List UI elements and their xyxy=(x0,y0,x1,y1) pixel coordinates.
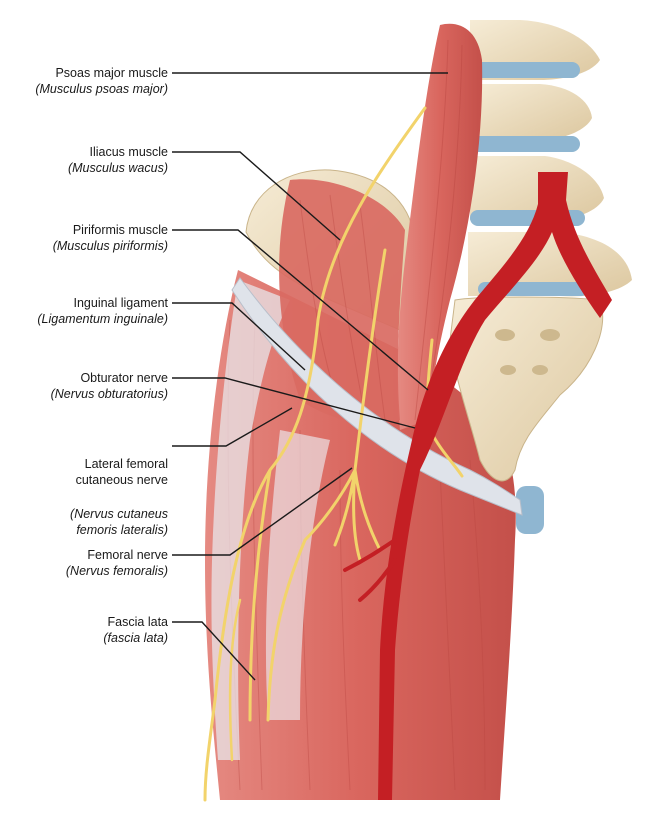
psoas-fibers xyxy=(414,39,463,421)
leader-inguinal xyxy=(172,302,306,371)
label-lateral-femoral-en: Lateral femoral cutaneous nerve xyxy=(75,457,168,487)
label-fascia-en: Fascia lata xyxy=(107,615,168,629)
leader-lines xyxy=(172,72,448,681)
leader-fascia xyxy=(172,621,256,681)
label-obturator: Obturator nerve (Nervus obturatorius) xyxy=(51,370,168,402)
label-piriformis: Piriformis muscle (Musculus piriformis) xyxy=(53,222,168,254)
lateral-femoral-cutaneous-nerve xyxy=(203,106,427,802)
label-femoral: Femoral nerve (Nervus femoralis) xyxy=(66,547,168,579)
label-psoas: Psoas major muscle (Musculus psoas major… xyxy=(35,65,168,97)
leader-lateral-femoral xyxy=(172,407,293,447)
label-iliacus: Iliacus muscle (Musculus wacus) xyxy=(68,144,168,176)
sacral-foramina xyxy=(495,329,560,375)
label-piriformis-en: Piriformis muscle xyxy=(72,223,168,237)
label-piriformis-la: (Musculus piriformis) xyxy=(52,239,168,253)
label-obturator-la: (Nervus obturatorius) xyxy=(50,387,168,401)
femoral-nerve xyxy=(266,248,387,722)
fascia-lata xyxy=(211,280,290,760)
label-lateral-femoral: Lateral femoral cutaneous nerve (Nervus … xyxy=(70,438,168,556)
label-femoral-en: Femoral nerve xyxy=(87,548,168,562)
pubic-symphysis xyxy=(516,486,544,534)
femoral-artery-branch xyxy=(343,538,397,602)
label-iliacus-en: Iliacus muscle xyxy=(89,145,169,159)
label-fascia-la: (fascia lata) xyxy=(103,631,168,645)
psoas-major-muscle xyxy=(397,23,483,430)
label-psoas-en: Psoas major muscle xyxy=(55,66,168,80)
label-inguinal-en: Inguinal ligament xyxy=(73,296,168,310)
sacrum xyxy=(449,296,604,482)
leader-iliacus xyxy=(172,151,341,241)
fascia-lata-nerve-branch xyxy=(228,598,242,762)
leader-piriformis xyxy=(172,229,429,391)
label-femoral-la: (Nervus femoralis) xyxy=(65,564,168,578)
label-inguinal: Inguinal ligament (Ligamentum inguinale) xyxy=(37,295,168,327)
iliacus-muscle xyxy=(279,179,405,424)
label-psoas-la: (Musculus psoas major) xyxy=(35,82,168,96)
spine xyxy=(468,20,632,297)
label-fascia: Fascia lata (fascia lata) xyxy=(103,614,168,646)
leader-femoral xyxy=(172,467,353,556)
aorta xyxy=(378,172,612,800)
label-iliacus-la: (Musculus wacus) xyxy=(67,161,168,175)
label-obturator-en: Obturator nerve xyxy=(80,371,168,385)
label-lateral-femoral-la: (Nervus cutaneus femoris lateralis) xyxy=(70,507,168,537)
fascia-lata-lower xyxy=(265,430,330,720)
leader-obturator xyxy=(172,377,416,429)
label-inguinal-la: (Ligamentum inguinale) xyxy=(37,312,168,326)
inguinal-ligament xyxy=(231,277,523,516)
